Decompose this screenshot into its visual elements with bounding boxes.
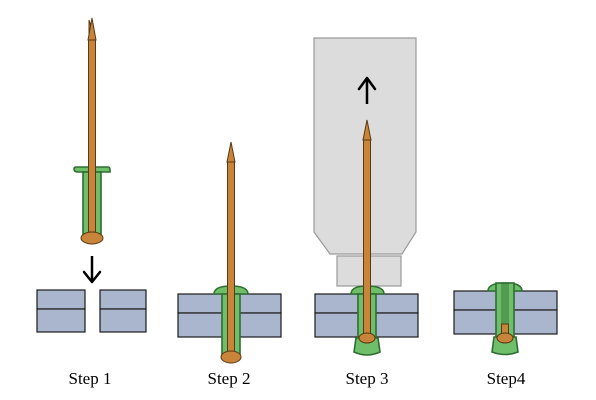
step-3-label: Step 3 xyxy=(345,369,389,388)
upper-plate xyxy=(99,289,147,310)
up-arrow-icon xyxy=(357,76,377,104)
step-2-illustration xyxy=(177,141,282,364)
mandrel xyxy=(358,119,376,344)
step-1-plate-right xyxy=(99,289,147,333)
lower-plate xyxy=(99,308,147,333)
step-1-illustration xyxy=(36,17,147,333)
step-2-label: Step 2 xyxy=(207,369,251,388)
down-arrow-icon xyxy=(82,256,102,284)
upper-plate xyxy=(36,289,86,310)
step-4-label: Step4 xyxy=(486,369,526,388)
step-3-illustration xyxy=(313,37,419,356)
lower-plate xyxy=(36,308,86,333)
mandrel xyxy=(80,17,104,245)
mandrel-remnant xyxy=(496,323,514,344)
step-1-label: Step 1 xyxy=(68,369,112,388)
step-4-illustration xyxy=(453,282,558,356)
step-1-plate-left xyxy=(36,289,86,333)
mandrel xyxy=(220,141,242,364)
